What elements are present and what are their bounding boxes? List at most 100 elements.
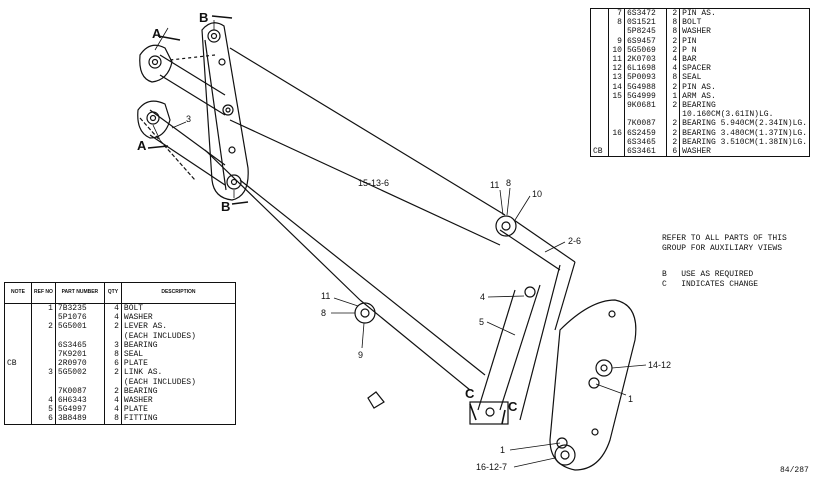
row-note [591, 27, 609, 36]
row-qty [665, 110, 680, 120]
row-qty: 2 [665, 45, 680, 56]
row-ref-no: 14 [607, 82, 625, 92]
row-qty: 6 [103, 359, 122, 369]
figure-number: 84/287 [780, 466, 809, 475]
row-description: 10.160CM(3.61IN)LG. [679, 110, 810, 120]
row-note [591, 18, 609, 27]
row-ref-no [607, 101, 625, 111]
row-description: (EACH INCLUDES) [120, 331, 236, 341]
row-description: ARM AS. [679, 91, 810, 102]
row-note [591, 9, 609, 19]
row-description: BEARING [120, 340, 236, 351]
row-note [5, 341, 32, 350]
row-qty: 8 [665, 73, 680, 83]
callout-1-bottom: 1 [500, 445, 505, 455]
row-part-number: 2R0970 [54, 359, 105, 369]
callout-8-top: 8 [506, 178, 511, 188]
row-qty: 2 [103, 322, 122, 332]
row-qty: 8 [103, 350, 122, 360]
row-description: FITTING [120, 414, 236, 425]
row-ref-no: 12 [607, 64, 625, 74]
row-ref-no: 7 [607, 8, 625, 19]
row-part-number: 0S1521 [623, 18, 667, 28]
vertical-lever-plate [201, 22, 249, 201]
callout-9: 9 [358, 350, 363, 360]
row-part-number: 7K0087 [54, 386, 105, 397]
row-ref-no [607, 119, 625, 129]
section-letter-b-top: B [199, 10, 208, 25]
row-description: PLATE [120, 359, 236, 369]
row-description: BAR [679, 55, 810, 65]
callout-10: 10 [532, 189, 542, 199]
row-qty: 3 [103, 340, 122, 351]
row-qty: 2 [103, 386, 122, 397]
row-qty: 4 [103, 396, 122, 406]
row-description: BOLT [120, 303, 236, 314]
callout-5: 5 [479, 317, 484, 327]
row-part-number: 6H6343 [54, 396, 105, 406]
row-description: BEARING 3.480CM(1.37IN)LG. [679, 128, 810, 138]
row-part-number: 6S3465 [623, 137, 667, 148]
change-letter-c-left: C [465, 386, 475, 401]
row-ref-no [31, 350, 56, 360]
row-part-number: 5G4997 [54, 405, 105, 415]
row-note [591, 119, 609, 128]
row-ref-no [31, 377, 56, 387]
top-left-plate [137, 44, 173, 139]
row-note [5, 332, 32, 341]
arm-assembly [169, 47, 506, 391]
loose-part-fragment [367, 391, 385, 409]
row-note [5, 405, 32, 414]
row-ref-no [607, 137, 625, 148]
row-ref-no: 16 [607, 128, 625, 138]
row-description: PIN AS. [679, 82, 810, 92]
row-qty: 2 [665, 137, 680, 148]
callout-14-12: 14-12 [648, 360, 671, 370]
row-description: BEARING 3.510CM(1.38IN)LG. [679, 137, 810, 148]
row-note [591, 64, 609, 73]
row-ref-no: 9 [607, 36, 625, 46]
row-note [5, 378, 32, 387]
row-note [591, 138, 609, 147]
callout-8-mid: 8 [321, 308, 326, 318]
row-part-number: 6S9457 [623, 36, 667, 46]
row-description: BEARING [679, 101, 810, 111]
row-qty [103, 377, 122, 387]
row-ref-no: 6 [31, 414, 56, 425]
row-qty: 8 [665, 18, 680, 28]
row-ref-no: 8 [607, 18, 625, 28]
row-description: WASHER [120, 313, 236, 323]
row-description: SPACER [679, 64, 810, 74]
row-part-number: 7B3235 [54, 303, 105, 314]
row-description: BOLT [679, 18, 810, 28]
change-letter-c-right: C [508, 399, 518, 414]
row-part-number: 3B8489 [54, 414, 105, 425]
row-ref-no [31, 313, 56, 323]
row-ref-no [31, 331, 56, 341]
row-note: CB [593, 147, 603, 157]
row-description: LEVER AS. [120, 322, 236, 332]
row-qty: 2 [665, 119, 680, 129]
row-note [5, 313, 32, 322]
row-note [591, 55, 609, 64]
header-notes: NOTE [4, 282, 32, 304]
row-ref-no: 1 [31, 303, 56, 314]
row-part-number: 6S3465 [54, 340, 105, 351]
section-letter-a-top: A [152, 26, 162, 41]
row-description: LINK AS. [120, 368, 236, 378]
row-description: WASHER [679, 27, 810, 37]
row-description: (EACH INCLUDES) [120, 377, 236, 387]
row-qty: 4 [103, 313, 122, 323]
upper-pivot [495, 215, 576, 271]
